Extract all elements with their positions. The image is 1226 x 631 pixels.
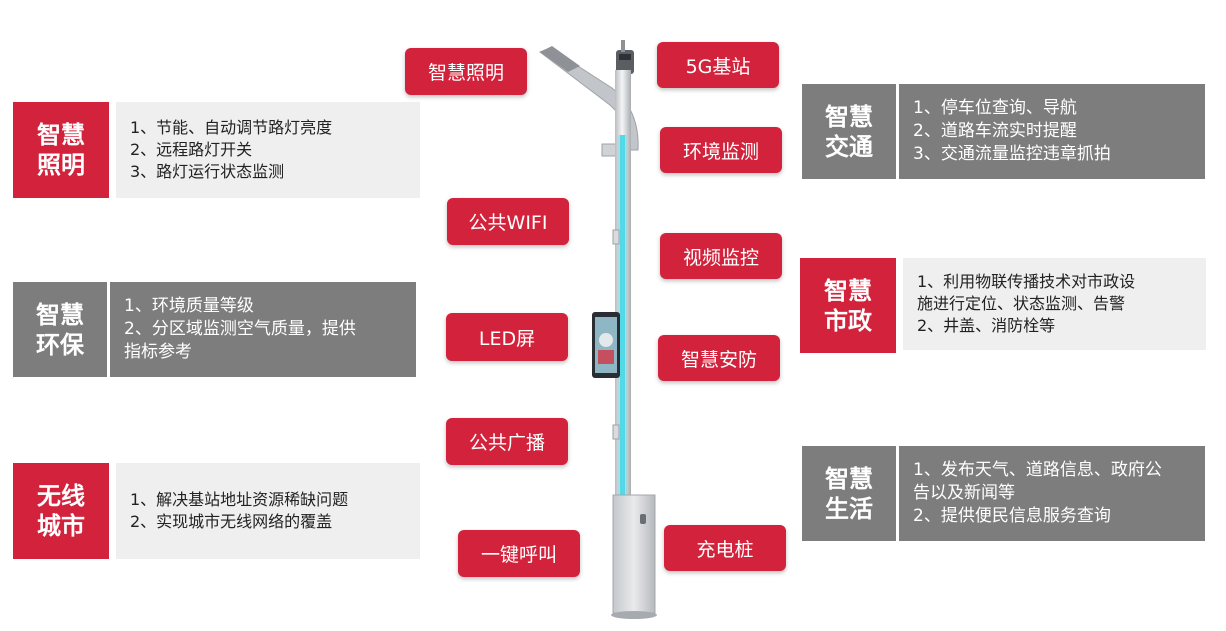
desc-line: 2、远程路灯开关 <box>130 140 253 159</box>
tag-environment-monitoring: 环境监测 <box>660 127 782 173</box>
card-smart-lighting-desc: 1、节能、自动调节路灯亮度 2、远程路灯开关 3、路灯运行状态监测 <box>116 102 420 198</box>
card-smart-traffic-desc: 1、停车位查询、导航 2、道路车流实时提醒 3、交通流量监控违章抓拍 <box>899 84 1205 179</box>
card-smart-municipal-title: 智慧 市政 <box>800 258 896 353</box>
card-smart-environment-title: 智慧 环保 <box>13 282 107 377</box>
tag-one-click-call: 一键呼叫 <box>458 530 580 577</box>
pole-light-strip <box>620 135 625 495</box>
tag-video-surveillance: 视频监控 <box>660 233 782 279</box>
card-wireless-city-desc: 1、解决基站地址资源稀缺问题 2、实现城市无线网络的覆盖 <box>116 463 420 559</box>
sensor-panel <box>601 143 617 157</box>
desc-line: 1、节能、自动调节路灯亮度 <box>130 118 333 137</box>
desc-line: 2、分区域监测空气质量，提供 <box>124 319 356 339</box>
desc-line: 1、环境质量等级 <box>124 296 254 316</box>
card-smart-municipal-desc: 1、利用物联传播技术对市政设 施进行定位、状态监测、告警 2、井盖、消防栓等 <box>903 258 1206 350</box>
pole-base-cabinet <box>612 494 656 614</box>
desc-line: 1、利用物联传播技术对市政设 <box>917 272 1136 291</box>
card-smart-lighting-title: 智慧 照明 <box>13 102 109 198</box>
card-smart-traffic-title: 智慧 交通 <box>802 84 896 179</box>
tag-smart-security: 智慧安防 <box>658 335 780 381</box>
tag-5g-base-station: 5G基站 <box>657 42 779 88</box>
desc-line: 告以及新闻等 <box>913 483 1015 503</box>
desc-line: 3、路灯运行状态监测 <box>130 162 285 181</box>
desc-line: 2、实现城市无线网络的覆盖 <box>130 512 333 531</box>
desc-line: 2、井盖、消防栓等 <box>917 316 1056 335</box>
desc-line: 2、提供便民信息服务查询 <box>913 506 1111 526</box>
tag-smart-lighting: 智慧照明 <box>405 48 527 95</box>
tag-public-wifi: 公共WIFI <box>447 198 569 245</box>
desc-line: 1、停车位查询、导航 <box>913 98 1077 118</box>
smart-pole-illustration <box>538 40 657 619</box>
card-wireless-city-title: 无线 城市 <box>13 463 109 559</box>
desc-line: 3、交通流量监控违章抓拍 <box>913 144 1111 164</box>
tag-led-screen: LED屏 <box>446 313 568 361</box>
tag-public-broadcast: 公共广播 <box>446 418 568 465</box>
card-smart-life-title: 智慧 生活 <box>802 446 896 541</box>
desc-line: 施进行定位、状态监测、告警 <box>917 294 1126 313</box>
desc-line: 2、道路车流实时提醒 <box>913 121 1077 141</box>
tag-charging-pile: 充电桩 <box>664 525 786 571</box>
desc-line: 指标参考 <box>124 342 192 362</box>
desc-line: 1、发布天气、道路信息、政府公 <box>913 460 1162 480</box>
card-smart-environment-desc: 1、环境质量等级 2、分区域监测空气质量，提供 指标参考 <box>110 282 416 377</box>
lamp-head <box>540 46 580 72</box>
card-smart-life-desc: 1、发布天气、道路信息、政府公 告以及新闻等 2、提供便民信息服务查询 <box>899 446 1205 541</box>
desc-line: 1、解决基站地址资源稀缺问题 <box>130 490 349 509</box>
